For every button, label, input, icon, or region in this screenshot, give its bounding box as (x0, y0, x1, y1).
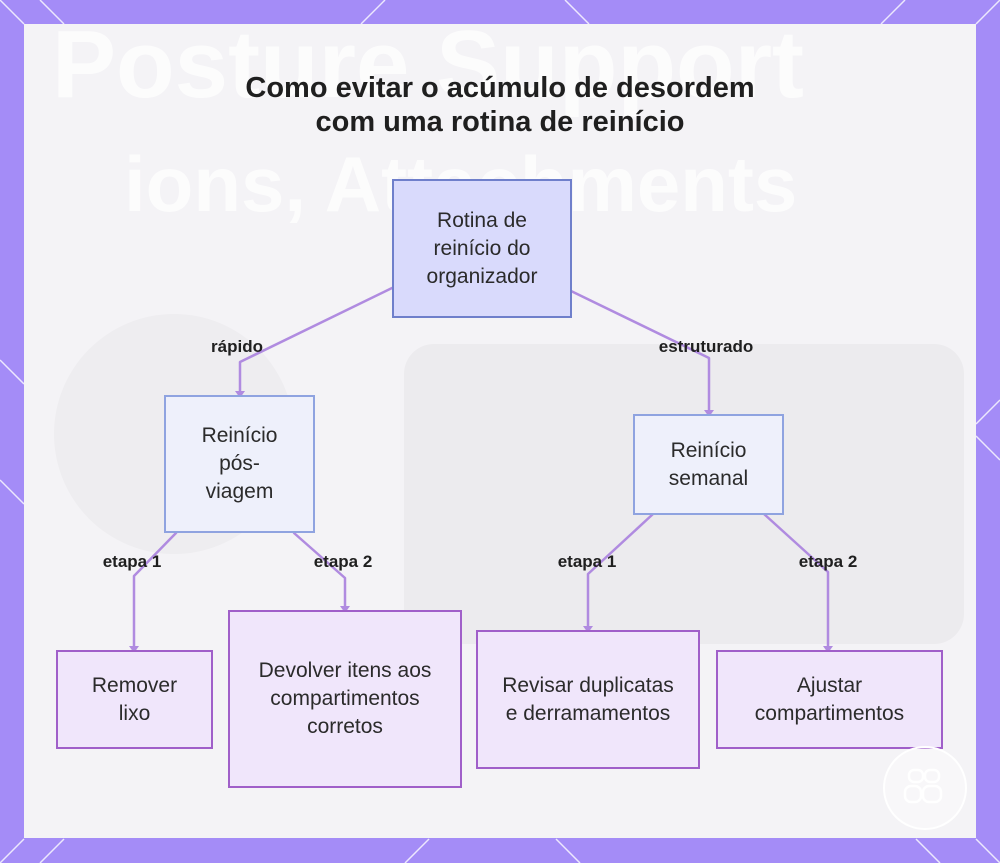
node-adjust-compartments-label: Ajustar compartimentos (732, 672, 927, 728)
edge-label-post-trip-step1: etapa 1 (103, 552, 162, 572)
node-weekly-label: Reinício semanal (657, 437, 760, 493)
node-return-items: Devolver itens aos compartimentos corret… (228, 610, 462, 788)
page-title: Como evitar o acúmulo de desordem com um… (0, 71, 1000, 139)
edge-label-post-trip-step2: etapa 2 (314, 552, 373, 572)
edge-label-quick: rápido (211, 337, 263, 357)
node-remove-trash-label: Remover lixo (86, 672, 183, 728)
node-post-trip-reset: Reinício pós-viagem (164, 395, 315, 533)
node-post-trip-label: Reinício pós-viagem (194, 422, 285, 506)
title-line-2: com uma rotina de reinício (0, 105, 1000, 139)
node-return-items-label: Devolver itens aos compartimentos corret… (244, 657, 446, 741)
connector-weekly-to-adjust (764, 514, 828, 648)
title-line-1: Como evitar o acúmulo de desordem (0, 71, 1000, 105)
node-review-duplicates-label: Revisar duplicatas e derramamentos (496, 672, 680, 728)
edge-label-weekly-step1: etapa 1 (558, 552, 617, 572)
node-root-label: Rotina de reinício do organizador (416, 207, 548, 291)
edge-label-structured: estruturado (659, 337, 753, 357)
logo-badge (883, 746, 967, 830)
connector-post-trip-to-remove-trash (134, 533, 176, 648)
node-adjust-compartments: Ajustar compartimentos (716, 650, 943, 749)
node-review-duplicates: Revisar duplicatas e derramamentos (476, 630, 700, 769)
node-weekly-reset: Reinício semanal (633, 414, 784, 515)
node-remove-trash: Remover lixo (56, 650, 213, 749)
node-root: Rotina de reinício do organizador (392, 179, 572, 318)
edge-label-weekly-step2: etapa 2 (799, 552, 858, 572)
logo-icon (885, 748, 965, 828)
